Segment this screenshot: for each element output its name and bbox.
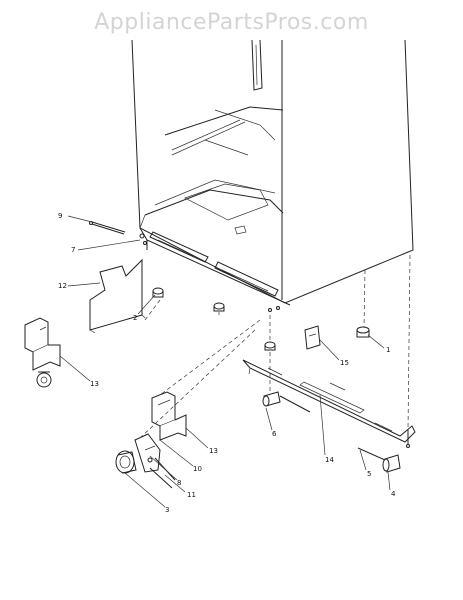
callout-2: 2 bbox=[133, 314, 137, 322]
watermark: AppliancePartsPros.com bbox=[94, 10, 369, 35]
callout-9: 9 bbox=[58, 212, 62, 220]
callout-13-center: 13 bbox=[209, 447, 218, 455]
roller-bracket-center bbox=[151, 391, 187, 441]
callout-14: 14 bbox=[325, 456, 334, 464]
callout-leaders bbox=[59, 215, 391, 508]
leveling-roller-6 bbox=[262, 391, 311, 413]
callout-11: 11 bbox=[187, 491, 196, 499]
leveling-foot-right bbox=[356, 326, 370, 338]
leveling-foot-rear bbox=[264, 341, 276, 351]
callout-1: 1 bbox=[386, 346, 390, 354]
callout-3: 3 bbox=[165, 506, 169, 514]
roller-assembly-bracket bbox=[134, 433, 176, 489]
long-screw-right bbox=[406, 254, 411, 448]
leveling-foot-center bbox=[213, 302, 225, 312]
screw-part bbox=[89, 221, 126, 235]
roller-wheel bbox=[115, 450, 137, 474]
callout-4: 4 bbox=[391, 490, 396, 498]
leveling-roller-4 bbox=[357, 447, 401, 473]
callout-7: 7 bbox=[71, 246, 75, 254]
callout-5: 5 bbox=[367, 470, 371, 478]
rear-mounting-rail bbox=[242, 359, 416, 443]
refrigerator-cabinet bbox=[131, 39, 414, 312]
roller-bracket-left bbox=[24, 317, 61, 388]
callout-labels: 9 7 12 2 13 15 1 6 14 13 10 8 11 5 4 3 bbox=[58, 212, 396, 514]
callout-15: 15 bbox=[340, 359, 349, 367]
callout-6: 6 bbox=[272, 430, 277, 438]
bracket-plate bbox=[304, 325, 321, 350]
callout-13-left: 13 bbox=[90, 380, 99, 388]
kick-panel bbox=[89, 258, 146, 334]
leveling-foot-front bbox=[152, 287, 164, 298]
callout-10: 10 bbox=[193, 465, 202, 473]
explode-guide-lines bbox=[139, 269, 366, 439]
callout-8: 8 bbox=[177, 479, 181, 487]
callout-12: 12 bbox=[58, 282, 67, 290]
